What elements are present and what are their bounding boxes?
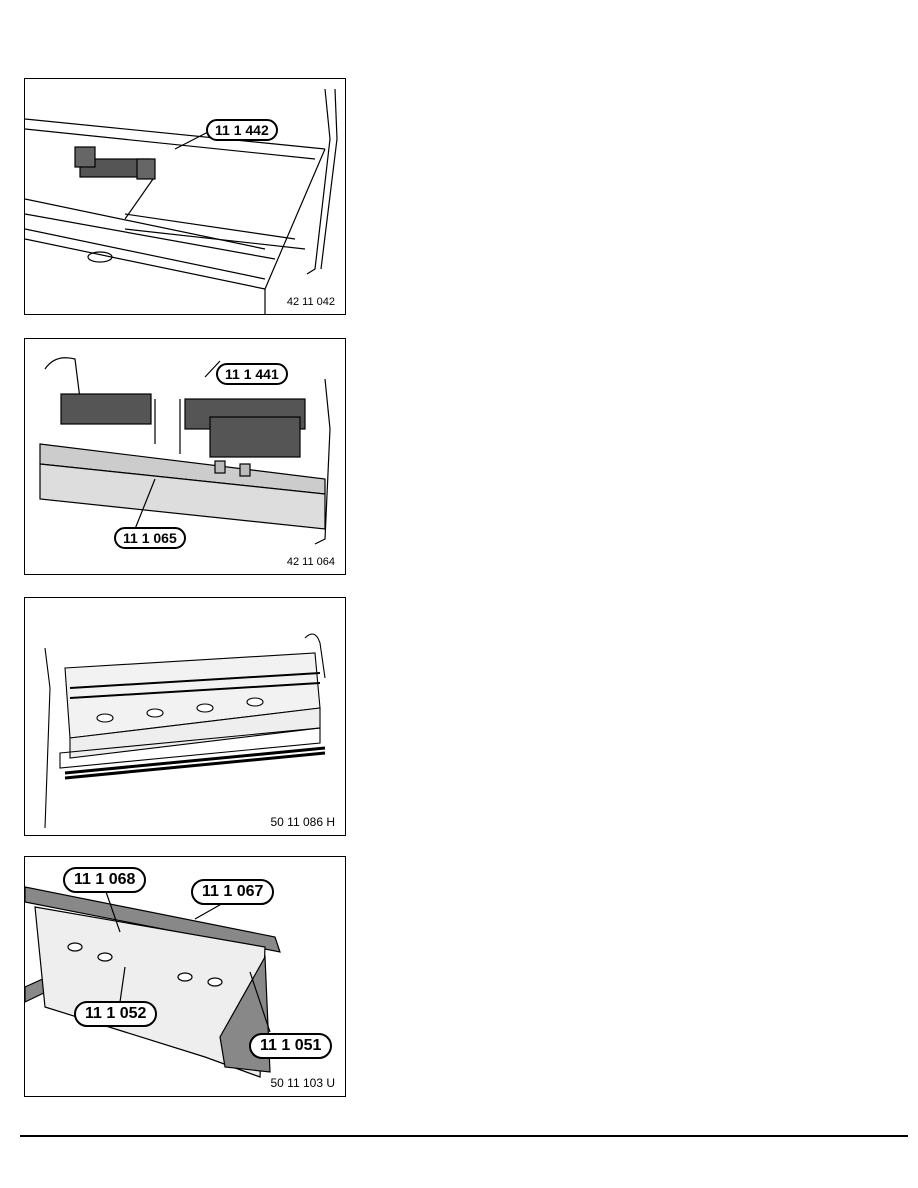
callout-label: 11 1 051 bbox=[249, 1033, 333, 1059]
figure-caption: 42 11 042 bbox=[286, 296, 335, 308]
callout-label: 11 1 067 bbox=[191, 879, 275, 905]
figure-caption: 50 11 103 U bbox=[270, 1076, 336, 1090]
callout-label: 11 1 065 bbox=[114, 527, 186, 549]
figure-caption: 42 11 064 bbox=[286, 556, 335, 568]
figure-1: 11 1 442 42 11 042 bbox=[24, 78, 346, 315]
illustration-valve-spring-compressor bbox=[25, 886, 281, 1078]
figure-3: 50 11 086 H bbox=[24, 597, 346, 836]
figure-caption: 50 11 086 H bbox=[270, 815, 336, 829]
callout-label: 11 1 442 bbox=[206, 119, 278, 141]
illustration-tool-holder bbox=[25, 88, 338, 314]
figure-4: 11 1 068 11 1 067 11 1 052 11 1 051 50 1… bbox=[24, 856, 346, 1097]
illustration-holding-fixture bbox=[39, 357, 331, 545]
footer-divider bbox=[20, 1135, 908, 1137]
illustration-cylinder-head bbox=[44, 633, 326, 829]
figure-2: 11 1 441 11 1 065 42 11 064 bbox=[24, 338, 346, 575]
callout-label: 11 1 052 bbox=[74, 1001, 158, 1027]
callout-label: 11 1 068 bbox=[63, 867, 147, 893]
callout-label: 11 1 441 bbox=[216, 363, 288, 385]
